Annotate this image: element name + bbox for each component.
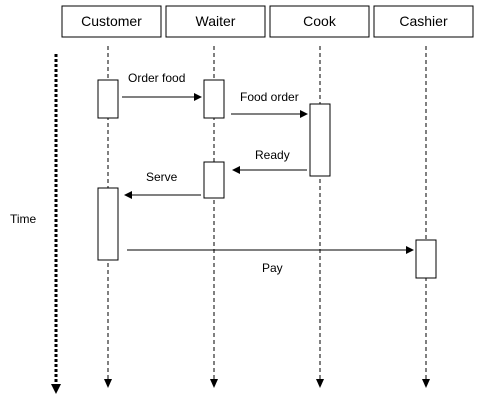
message-ready: Ready [232, 148, 307, 174]
participant-cashier: Cashier [373, 5, 474, 38]
participant-cook-box [269, 5, 370, 38]
participant-waiter-label: Waiter [196, 13, 236, 29]
activation-waiter-1 [203, 79, 225, 119]
activation-cook-1 [309, 103, 331, 177]
message-pay: Pay [127, 246, 414, 275]
message-order-food: Order food [122, 71, 202, 101]
participant-customer-box [61, 5, 162, 38]
participant-customer-label: Customer [81, 13, 142, 29]
participant-waiter: Waiter [165, 5, 266, 38]
lifeline-waiter-arrowhead [210, 379, 218, 388]
lifeline-cook-arrowhead [316, 379, 324, 388]
activation-cashier-1 [415, 239, 437, 279]
lifeline-cashier-arrowhead [422, 379, 430, 388]
participant-cashier-box [373, 5, 474, 38]
message-food-order: Food order [231, 90, 308, 118]
activation-waiter-2 [203, 161, 225, 199]
time-axis-arrowhead [51, 384, 61, 394]
lifeline-customer-arrowhead [104, 379, 112, 388]
participant-cashier-label: Cashier [399, 13, 448, 29]
activation-customer-2 [97, 187, 119, 261]
participant-cook-label: Cook [303, 13, 337, 29]
message-serve-label: Serve [146, 170, 178, 184]
time-axis-label: Time [10, 212, 37, 226]
message-order-food-label: Order food [128, 71, 185, 85]
participant-customer: Customer [61, 5, 162, 38]
activation-customer-1 [97, 79, 119, 119]
participant-waiter-box [165, 5, 266, 38]
participant-cook: Cook [269, 5, 370, 38]
message-pay-label: Pay [262, 261, 283, 275]
message-ready-label: Ready [255, 148, 290, 162]
message-food-order-label: Food order [240, 90, 299, 104]
message-serve: Serve [124, 170, 201, 199]
